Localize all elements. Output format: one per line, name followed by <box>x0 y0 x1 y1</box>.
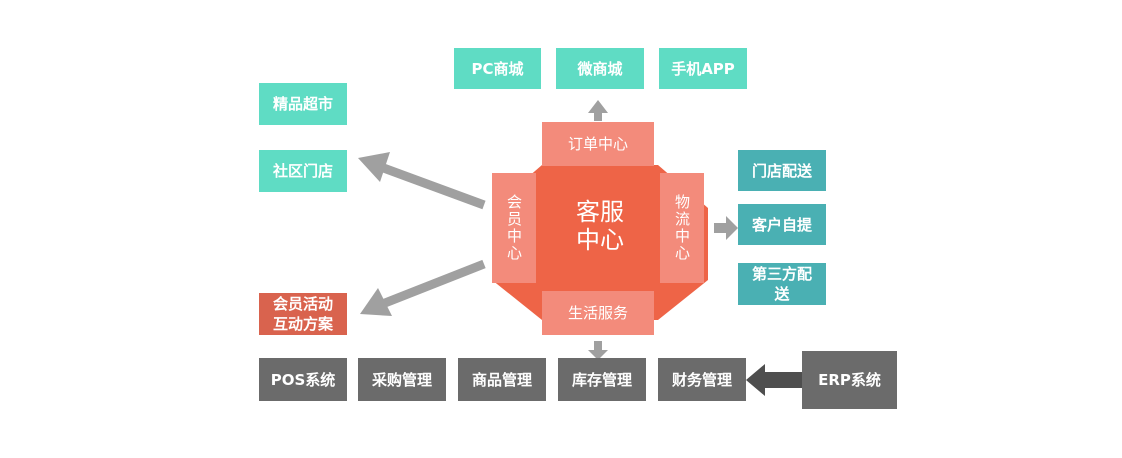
delivery-third-party: 第三方配 送 <box>738 263 826 305</box>
backend-purchasing: 采购管理 <box>358 358 446 401</box>
arrow-line-to-store <box>376 161 486 210</box>
arrow-from-erp <box>746 364 802 396</box>
channel-wechat-mall: 微商城 <box>556 48 644 89</box>
module-life-service: 生活服务 <box>542 291 654 335</box>
channel-community-store: 社区门店 <box>259 150 347 192</box>
delivery-pickup: 客户自提 <box>738 204 826 245</box>
module-order-center: 订单中心 <box>542 122 654 166</box>
backend-product-mgmt: 商品管理 <box>458 358 546 401</box>
arrow-up-to-channels <box>588 100 608 121</box>
delivery-store: 门店配送 <box>738 150 826 191</box>
channel-boutique-supermarket: 精品超市 <box>259 83 347 125</box>
arrow-line-to-promo <box>378 259 486 310</box>
channel-pc-mall: PC商城 <box>454 48 541 89</box>
center-octagon <box>492 165 708 320</box>
backend-inventory-mgmt: 库存管理 <box>558 358 646 401</box>
backend-pos-system: POS系统 <box>259 358 347 401</box>
module-logistics-center: 物流中心 <box>660 173 704 283</box>
erp-system: ERP系统 <box>802 351 897 409</box>
arrow-head-to-store <box>358 152 390 182</box>
backend-finance-mgmt: 财务管理 <box>658 358 746 401</box>
arrow-down-to-backend <box>588 341 608 360</box>
arrow-head-to-promo <box>360 288 392 316</box>
module-member-center: 会员中心 <box>492 173 536 283</box>
channel-mobile-app: 手机APP <box>659 48 747 89</box>
arrow-right-to-delivery <box>714 216 738 240</box>
member-activity-box: 会员活动 互动方案 <box>259 293 347 335</box>
center-title: 客服 中心 <box>576 198 624 254</box>
